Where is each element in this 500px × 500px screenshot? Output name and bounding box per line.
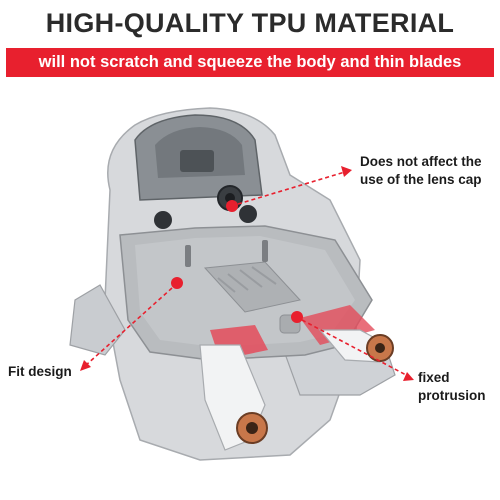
page-title: HIGH-QUALITY TPU MATERIAL [45,8,455,38]
callout-fixed-protrusion-line2: protrusion [418,388,486,403]
dashed-arrow-icon [237,171,346,205]
callout-fit-design: Fit design [8,364,72,379]
callout-lens-cap: Does not affect the use of the lens cap [360,153,500,189]
callout-lens-cap-marker [226,166,352,212]
front-sensors [154,205,257,229]
motors [236,334,394,444]
callout-dot-icon [171,277,183,289]
callout-fixed-protrusion: fixed protrusion [418,369,486,405]
callout-lens-cap-line1: Does not affect the [360,154,482,169]
dashed-arrow-icon [301,319,409,377]
camera-gimbal [134,114,263,211]
callout-dot-icon [291,311,303,323]
callout-fixed-protrusion-marker [291,311,414,381]
callout-fit-design-marker [80,277,183,371]
subtitle-banner: will not scratch and squeeze the body an… [6,48,494,77]
callout-dot-icon [226,200,238,212]
callout-fixed-protrusion-line1: fixed [418,370,450,385]
callout-lens-cap-line2: use of the lens cap [360,172,482,187]
dashed-arrow-icon [84,287,173,367]
